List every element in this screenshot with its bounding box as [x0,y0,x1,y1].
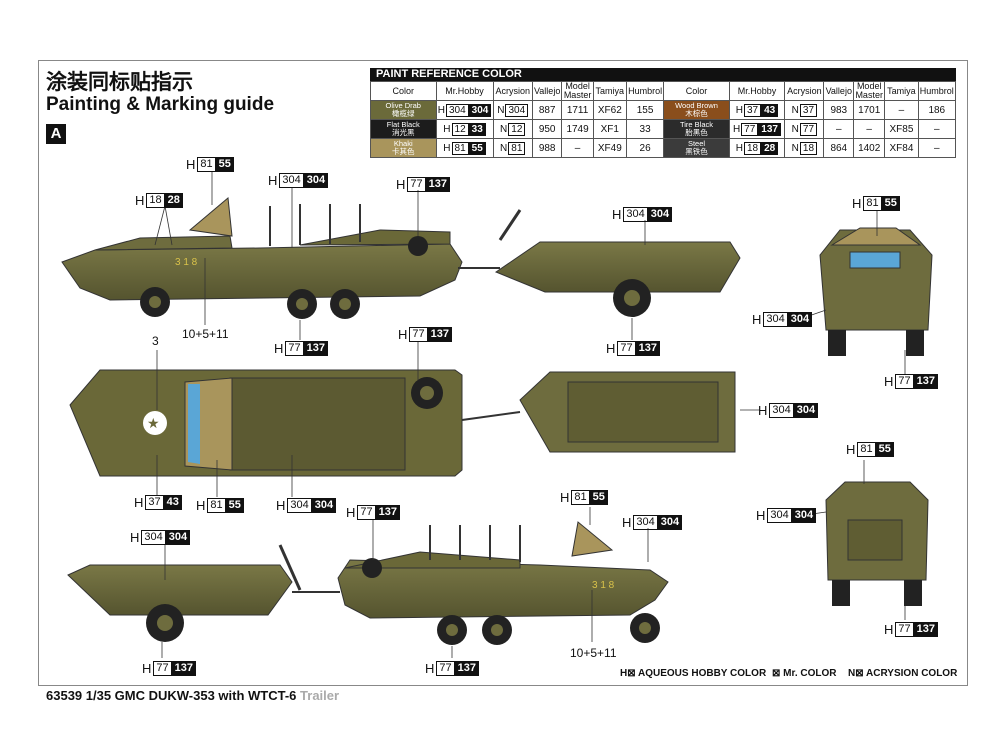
product-caption-main: 63539 1/35 GMC DUKW-353 with WTCT-6 [46,688,301,703]
title-english: Painting & Marking guide [46,94,275,115]
decal-number-10-5-11: 10+5+11 [182,327,229,341]
side-view-right-dukw: 3 1 8 [67,521,669,645]
color-name-cn: 木棕色 [685,109,708,118]
decal-number-10-5-11-bottom: 10+5+11 [570,646,617,660]
humbrol-code: – [917,138,957,158]
leader-lines [154,172,906,658]
legend-aqueous: H⊠ AQUEOUS HOBBY COLOR [620,668,767,679]
scheme-badge: A [46,124,66,144]
title-chinese: 涂装同标贴指示 [46,70,193,94]
decal-number-3: 3 [152,334,159,348]
color-name-en: Flat Black [386,120,420,129]
product-caption: 63539 1/35 GMC DUKW-353 with WTCT-6 Trai… [46,688,339,703]
mr-color-code: 55 [468,141,486,155]
paint-table-title: PAINT REFERENCE COLOR [370,68,956,81]
acrysion-code-value: 12 [508,122,526,136]
mr-color-code: 304 [468,103,492,117]
side-view-left-dukw: 3 1 8 [61,197,741,319]
svg-text:★: ★ [147,415,160,431]
color-name-en: Khaki [393,139,413,148]
color-name-cn: 黑铁色 [685,147,708,156]
rear-view [825,481,929,606]
tamiya-code: XF84 [884,138,919,158]
paint-reference-table: PAINT REFERENCE COLOR Color Mr.Hobby Acr… [370,68,957,158]
acrysion-code-value: 18 [799,141,818,155]
color-name-cn: 卡其色 [392,147,415,156]
color-name-cn: 消光黑 [392,128,415,137]
color-name-en: Wood Brown [675,101,718,110]
mr-color-code: 33 [468,122,486,136]
acrysion-code-value: 81 [508,141,526,155]
color-name-en: Olive Drab [385,101,421,110]
mr-hobby-aqueous-code: 81 [451,141,469,155]
mr-hobby-aqueous-code: 77 [741,122,759,136]
col-acrysion-2: Acrysion [784,81,825,101]
color-name-cn: 胎黑色 [685,128,708,137]
hull-number-text-2: 3 1 8 [592,580,615,591]
top-view-dukw-trailer: ★ [69,369,736,477]
mr-hobby-aqueous-code: 18 [743,141,762,155]
legend-acrysion: N⊠ ACRYSION COLOR [848,668,958,679]
mr-color-code: 28 [761,141,779,155]
mr-color-code: 43 [761,103,779,117]
legend-mr-color: ⊠ Mr. COLOR [772,668,837,679]
canvas-cover [188,197,233,237]
mr-hobby-aqueous-code: 37 [743,103,762,117]
product-caption-faded: Trailer [300,688,340,703]
tamiya-code: XF49 [592,138,627,158]
acrysion-code-value: 77 [799,122,818,136]
color-name-en: Tire Black [679,120,714,129]
mr-color-code: 137 [758,122,781,136]
color-name-en: Steel [687,139,706,148]
humbrol-code: 26 [625,138,665,158]
mr-hobby-aqueous-code: 12 [451,122,469,136]
acrysion-code-value: 304 [505,103,529,117]
acrysion-code-value: 37 [799,103,818,117]
hull-number-text: 3 1 8 [175,257,198,268]
mr-hobby-aqueous-code: 304 [445,103,469,117]
front-view [819,227,933,356]
color-name-cn: 橄榄绿 [392,109,415,118]
